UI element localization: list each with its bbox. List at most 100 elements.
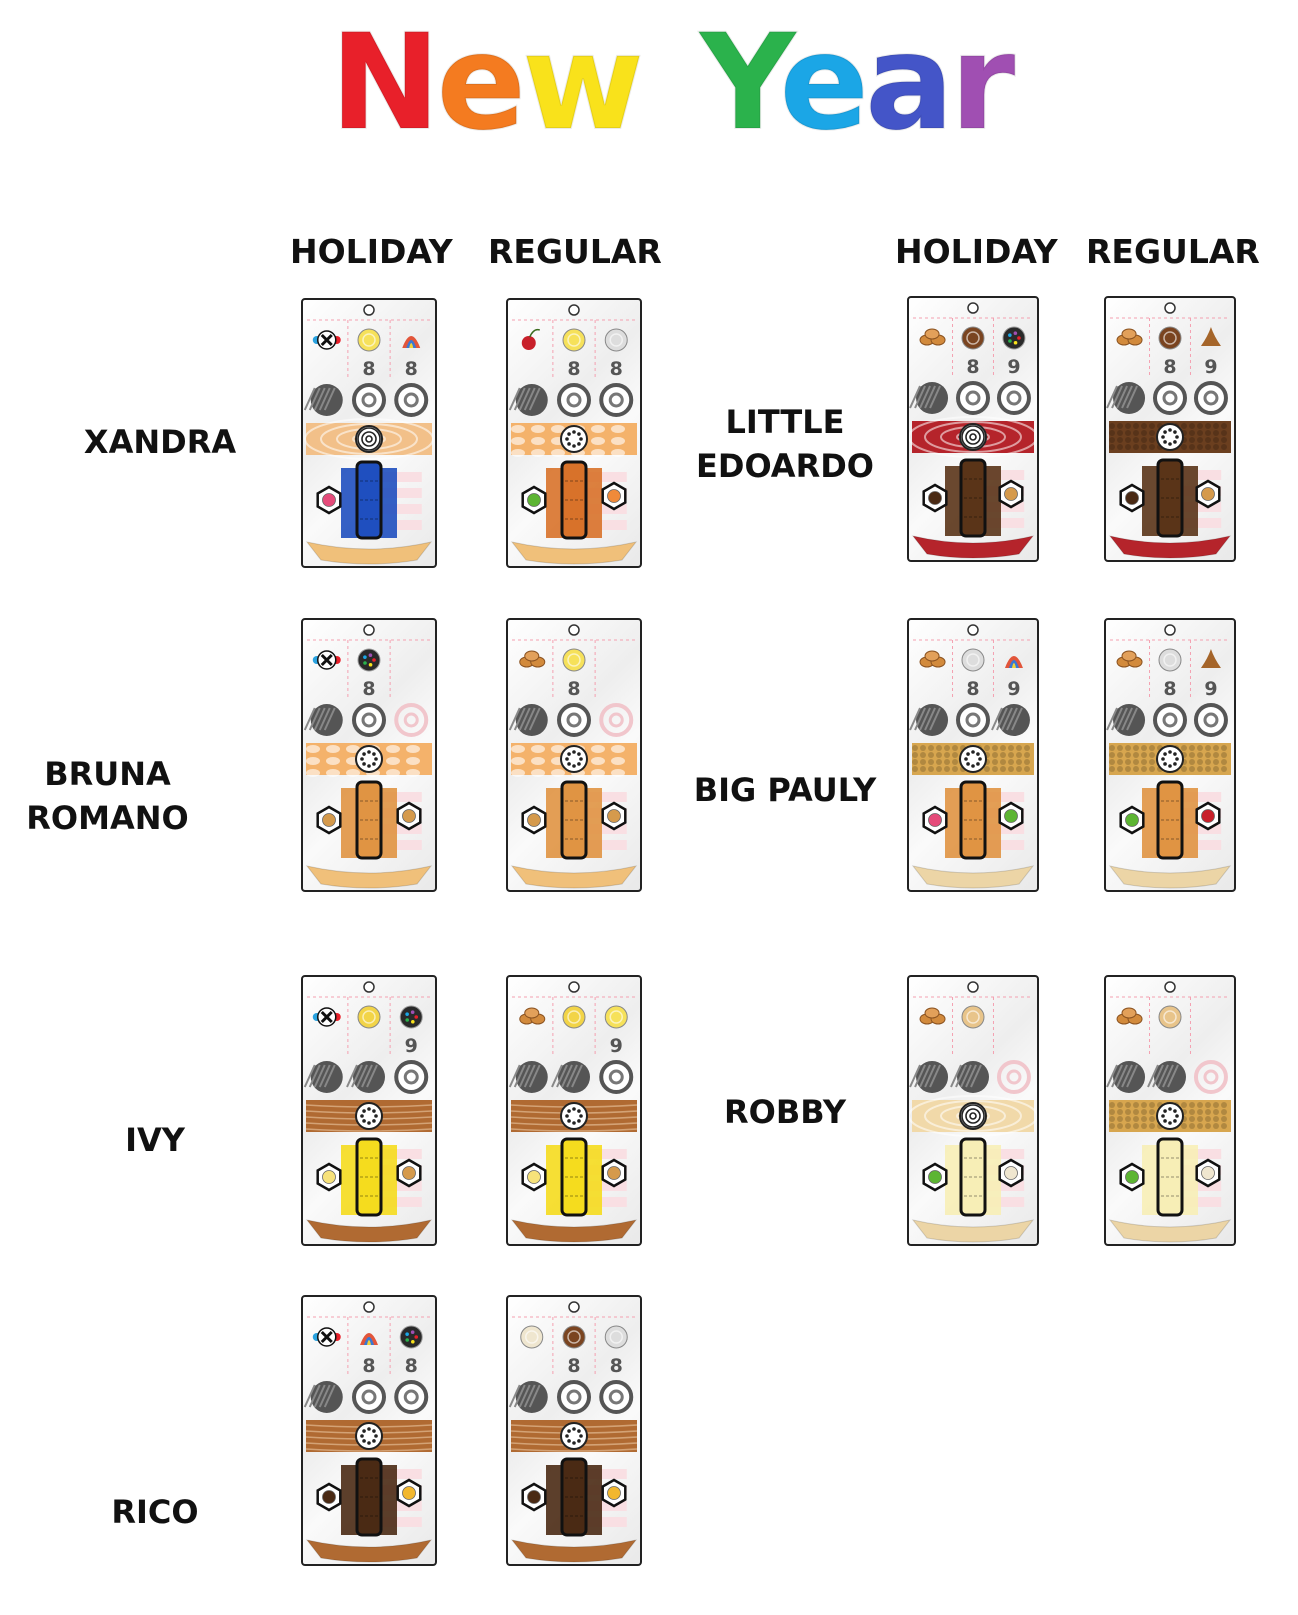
layer-center-icon (1156, 1102, 1184, 1130)
rainbow-icon (1004, 656, 1023, 668)
faint-ring-icon (394, 703, 429, 737)
dark-topping-icon (909, 704, 949, 736)
ring-icon (599, 1060, 634, 1094)
customer-name-ivy: IVY (90, 1118, 220, 1162)
ring-icon (394, 1060, 429, 1094)
column-header-regular-right: REGULAR (1086, 232, 1260, 271)
ticket-hole (568, 981, 580, 993)
cake-icon (520, 1325, 544, 1349)
banana-icon (604, 1005, 628, 1029)
dark-topping-icon (303, 704, 343, 736)
nut-icon (519, 650, 546, 668)
topping-count: 8 (966, 356, 979, 378)
dark-topping-icon (1106, 1061, 1146, 1093)
choc-icon (562, 1325, 586, 1349)
ring-icon (352, 383, 386, 417)
dark-topping-icon (508, 704, 548, 736)
ticket-bruna-romano-holiday[interactable]: 8 (301, 618, 437, 892)
filling-tube (1156, 1137, 1184, 1217)
crust (1108, 865, 1232, 889)
column-header-regular-left: REGULAR (488, 232, 662, 271)
cookie-icon (396, 1158, 422, 1188)
title-word-new: New (329, 16, 645, 150)
nut-icon (919, 1007, 946, 1025)
crust (510, 1539, 638, 1563)
ticket-robby-holiday[interactable] (907, 975, 1039, 1246)
cookie-icon (601, 801, 627, 831)
title-word-year: Year (699, 16, 1016, 150)
dark-topping-icon (508, 1061, 548, 1093)
dark-topping-icon (909, 382, 949, 414)
sprinkle-icon (357, 648, 381, 672)
cake-icon (998, 1158, 1024, 1188)
ticket-hole (1164, 302, 1176, 314)
white-icon (961, 648, 985, 672)
ticket-robby-regular[interactable] (1104, 975, 1236, 1246)
filling-tube (355, 780, 383, 860)
banana-icon (562, 328, 586, 352)
nut-icon (919, 328, 946, 346)
ring-icon (557, 383, 591, 417)
dark-topping-icon (950, 1061, 989, 1093)
topping-count: 8 (1163, 678, 1176, 700)
ticket-ivy-regular[interactable]: 9 (506, 975, 642, 1246)
choc-icon (961, 326, 985, 350)
nut-icon (1116, 650, 1143, 668)
dark-topping-icon (909, 1061, 949, 1093)
customer-name-robby: ROBBY (700, 1090, 870, 1134)
banana-icon (562, 648, 586, 672)
crust (305, 865, 433, 889)
ring-icon (956, 703, 990, 737)
filling-tube (355, 1457, 383, 1537)
candy-icon (922, 805, 948, 835)
ticket-hole (363, 304, 375, 316)
sprinkle-icon (1002, 326, 1026, 350)
ring-icon (352, 1380, 386, 1414)
choc-chunk-icon (316, 1482, 342, 1512)
topping-count: 8 (405, 358, 418, 380)
ticket-hole (363, 1301, 375, 1313)
sprinkle-icon (399, 1325, 423, 1349)
peanut-icon (1158, 1005, 1182, 1029)
rainbow-icon (402, 336, 421, 348)
ticket-ivy-holiday[interactable]: 9 (301, 975, 437, 1246)
customer-name-little-edoardo: LITTLE EDOARDO (680, 400, 890, 488)
layer-center-icon (1156, 745, 1184, 773)
sprinkle-icon (399, 1005, 423, 1029)
filling-tube (355, 460, 383, 540)
ring-icon (1153, 381, 1187, 415)
cookie-icon (521, 805, 547, 835)
customer-name-line: EDOARDO (696, 447, 874, 485)
dark-topping-icon (303, 384, 343, 416)
topping-count: 9 (405, 1035, 418, 1057)
dark-topping-icon (1147, 1061, 1186, 1093)
filling-tube (1156, 780, 1184, 860)
customer-name-line: RICO (111, 1493, 199, 1531)
butter-icon (601, 1478, 627, 1508)
crust (911, 535, 1035, 559)
ring-icon (1193, 703, 1228, 737)
page-title: New Year (329, 16, 1110, 150)
topping-count: 9 (1007, 678, 1020, 700)
kiss-icon (1200, 327, 1221, 346)
ring-icon (394, 1380, 429, 1414)
ring-icon (1153, 703, 1187, 737)
faint-ring-icon (1193, 1060, 1228, 1094)
candy-icon (316, 485, 342, 515)
crust (305, 1219, 433, 1243)
topping-count: 8 (405, 1355, 418, 1377)
ticket-hole (363, 624, 375, 636)
ticket-hole (1164, 981, 1176, 993)
ticket-bruna-romano-regular[interactable]: 8 (506, 618, 642, 892)
choc-icon (1158, 326, 1182, 350)
white-icon (604, 1325, 628, 1349)
choc-chunk-icon (922, 483, 948, 513)
